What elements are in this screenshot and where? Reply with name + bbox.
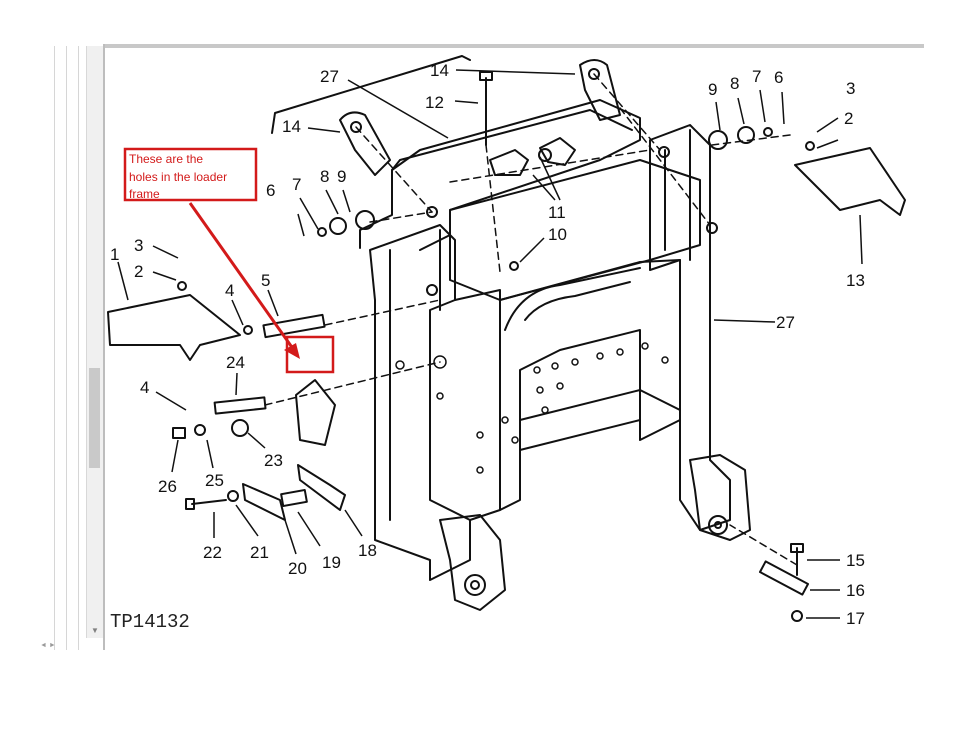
arrow-head-icon — [284, 343, 300, 359]
image-left-border — [103, 44, 105, 650]
panel-divider — [54, 46, 55, 650]
callout-9: 9 — [708, 80, 717, 99]
callout-22: 22 — [203, 543, 222, 562]
callout-7: 7 — [752, 67, 761, 86]
annotation-line-3: frame — [129, 187, 160, 201]
red-annotation: These are the holes in the loader frame — [123, 147, 335, 374]
annotation-line-2: holes in the loader — [129, 170, 227, 184]
callout-15: 15 — [846, 551, 865, 570]
callout-23: 23 — [264, 451, 283, 470]
callout-25: 25 — [205, 471, 224, 490]
callout-16: 16 — [846, 581, 865, 600]
highlight-box — [285, 335, 335, 374]
callout-2: 2 — [844, 109, 853, 128]
callout-24: 24 — [226, 353, 245, 372]
callout-14: 14 — [430, 61, 449, 80]
callout-17: 17 — [846, 609, 865, 628]
callout-11: 11 — [548, 203, 566, 222]
callout-2: 2 — [134, 262, 143, 281]
callout-6: 6 — [774, 68, 783, 87]
annotation-arrow — [188, 202, 298, 354]
callout-6: 6 — [266, 181, 275, 200]
annotation-line-1: These are the — [129, 152, 203, 166]
scrollbar-thumb[interactable] — [89, 368, 100, 468]
callout-numbers: 27 14 14 12 9 8 7 6 3 2 6 7 8 9 11 10 13… — [110, 61, 865, 628]
callout-4: 4 — [225, 281, 234, 300]
callout-8: 8 — [730, 74, 739, 93]
callout-27: 27 — [776, 313, 795, 332]
panel-divider — [78, 46, 79, 650]
callout-20: 20 — [288, 559, 307, 578]
callout-9: 9 — [337, 167, 346, 186]
callout-26: 26 — [158, 477, 177, 496]
annotation-box — [123, 147, 258, 202]
callout-1: 1 — [110, 245, 119, 264]
horizontal-scroll-arrows-icon[interactable]: ◄ ► — [40, 642, 56, 649]
image-top-border — [104, 44, 924, 48]
callout-3: 3 — [134, 236, 143, 255]
callout-8: 8 — [320, 167, 329, 186]
callout-18: 18 — [358, 541, 377, 560]
callout-19: 19 — [322, 553, 341, 572]
figure-code: TP14132 — [110, 611, 190, 633]
callout-3: 3 — [846, 79, 855, 98]
loader-frame-drawing — [107, 55, 906, 622]
callout-14: 14 — [282, 117, 301, 136]
callout-12: 12 — [425, 93, 444, 112]
callout-10: 10 — [548, 225, 567, 244]
callout-27: 27 — [320, 67, 339, 86]
callout-7: 7 — [292, 175, 301, 194]
panel-divider — [66, 46, 67, 650]
callout-5: 5 — [261, 271, 270, 290]
scroll-down-arrow-icon[interactable]: ▼ — [91, 626, 99, 635]
callout-21: 21 — [250, 543, 269, 562]
leader-lines — [117, 69, 863, 619]
callout-13: 13 — [846, 271, 865, 290]
callout-4: 4 — [140, 378, 149, 397]
